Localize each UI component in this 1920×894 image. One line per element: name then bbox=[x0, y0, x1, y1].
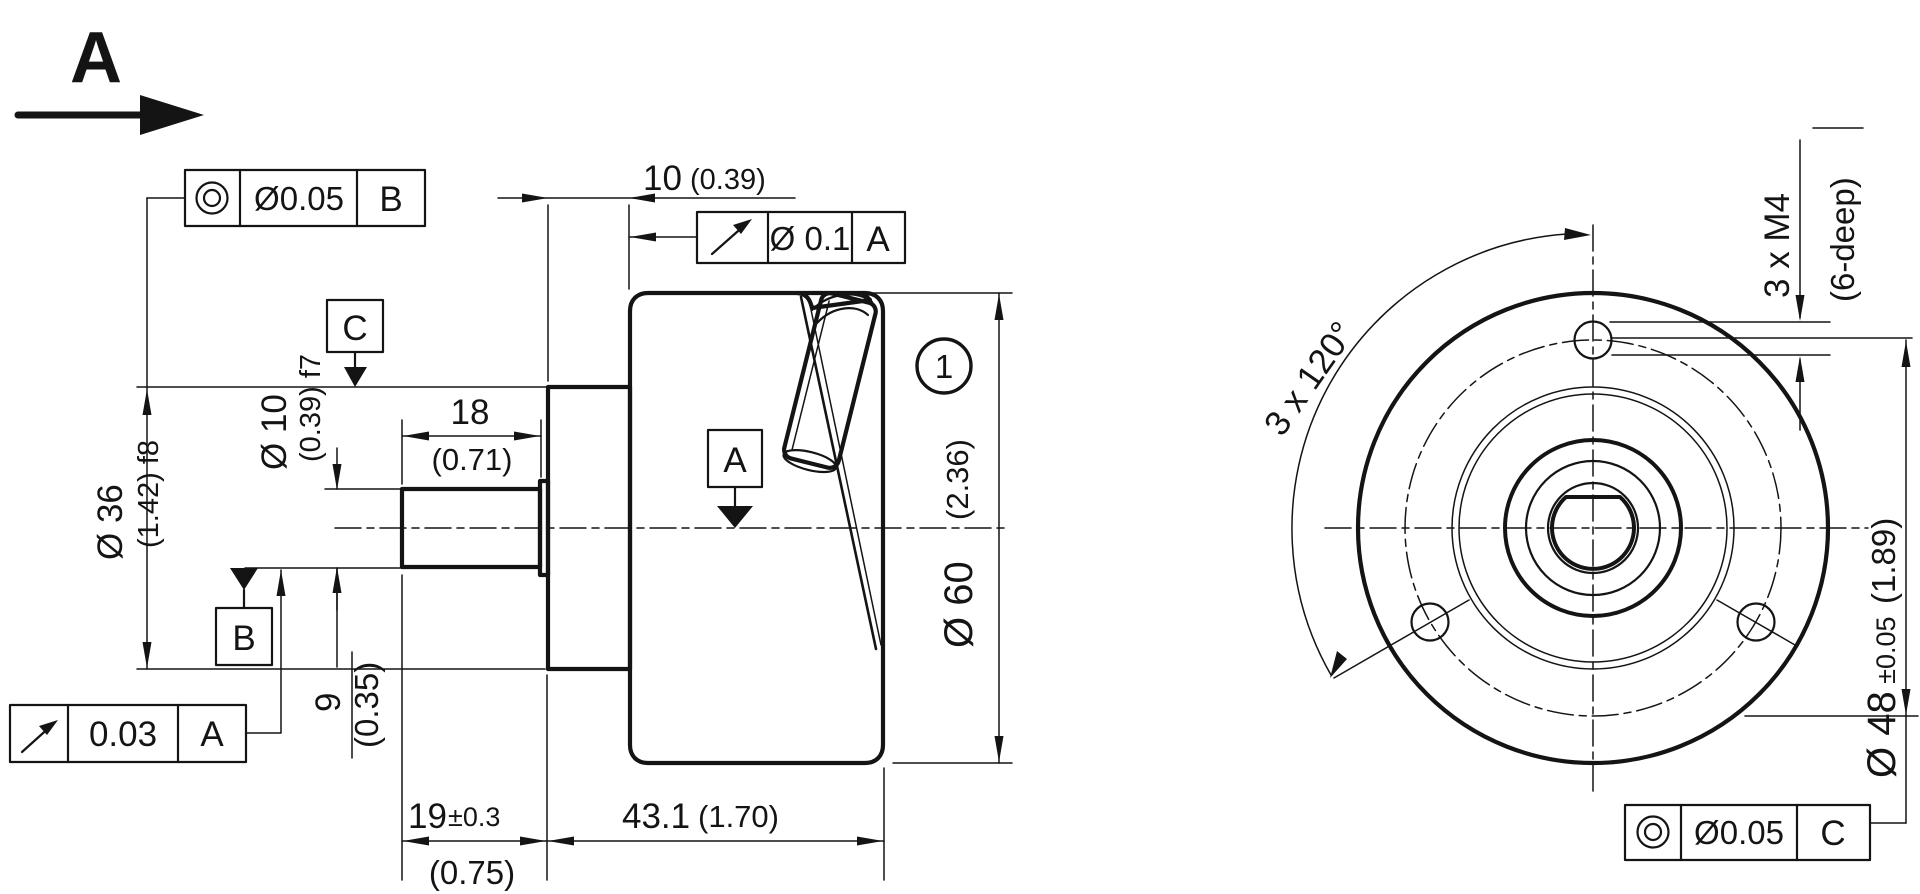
fcf-front-face-runout: Ø 0.1 A bbox=[628, 210, 907, 265]
bolt-hole-left bbox=[1410, 602, 1450, 642]
dim-body-dia-inch: (2.36) bbox=[940, 439, 975, 520]
datum-a: A bbox=[706, 428, 764, 528]
view-label: A bbox=[70, 18, 122, 98]
fcf-spigot-datum: B bbox=[379, 180, 402, 219]
fcf-bolt-circle-tol: Ø0.05 bbox=[1694, 814, 1784, 851]
fcf-face-datum: A bbox=[866, 220, 890, 259]
datum-b-label: B bbox=[232, 619, 255, 658]
bolt-hole-right-axis bbox=[1716, 599, 1796, 646]
connector-cap bbox=[782, 449, 838, 474]
dim-hole-pattern-label: 3 x 120° bbox=[1257, 315, 1363, 443]
circular-runout-icon bbox=[20, 720, 58, 754]
dim-18-inch: (0.71) bbox=[432, 442, 513, 477]
dim-body-dia-mm: Ø 60 bbox=[937, 561, 981, 648]
dim-body-diameter: Ø 60 (2.36) bbox=[937, 292, 1004, 764]
dim-shaft-length: 19 ±0.3 (0.75) bbox=[401, 797, 548, 891]
front-view: 3 x 120° 3 x M4 (6-deep) Ø 48 ±0.05 (1.8… bbox=[1257, 127, 1919, 862]
callout-1-circle bbox=[915, 337, 973, 395]
fcf-spigot-runout: Ø0.05 B bbox=[146, 168, 427, 228]
concentricity-icon bbox=[1636, 815, 1670, 849]
fcf-face-tol: Ø 0.1 bbox=[770, 220, 851, 257]
datum-triangle-icon bbox=[717, 506, 753, 528]
dim-thread-depth-label: (6-deep) bbox=[1824, 177, 1861, 302]
fcf-shoulder-datum: A bbox=[200, 715, 224, 754]
dim-19-mm: 19 bbox=[408, 797, 447, 836]
dim-9-mm: 9 bbox=[309, 693, 348, 712]
dim-shaft-dia-mm: Ø 10 bbox=[255, 394, 294, 470]
datum-triangle-icon bbox=[344, 367, 367, 387]
view-direction-arrow-icon bbox=[140, 95, 204, 135]
bolt-hole-left-axis bbox=[1333, 599, 1470, 679]
dim-spigot-length: 10 (0.39) bbox=[497, 159, 796, 203]
datum-triangle-icon bbox=[230, 568, 258, 590]
side-view: 1 10 (0.39) 18 (0.71) Ø 10 (0.39) f7 bbox=[8, 159, 1013, 891]
dim-bolt-circle-tol: ±0.05 bbox=[1871, 616, 1901, 683]
bolt-hole-right bbox=[1736, 602, 1776, 642]
connector-bend-arc-1 bbox=[810, 293, 874, 312]
datum-c-label: C bbox=[342, 309, 367, 348]
dim-bolt-circle-inch: (1.89) bbox=[1865, 518, 1902, 604]
cable-connector bbox=[781, 291, 878, 474]
cover-seam-line-2 bbox=[808, 299, 882, 646]
dim-shoulder: 9 (0.35) bbox=[309, 651, 385, 759]
connector-body bbox=[781, 291, 878, 470]
shaft-flat-circle bbox=[1550, 495, 1636, 571]
datum-b: B bbox=[214, 568, 274, 667]
dim-bolt-circle-mm: Ø 48 bbox=[1860, 691, 1904, 778]
callout-1: 1 bbox=[915, 337, 973, 395]
dim-shaft-dia-inch: (0.39) f7 bbox=[295, 354, 327, 462]
dim-bolt-circle: Ø 48 ±0.05 (1.89) bbox=[1744, 339, 1919, 824]
fcf-bolt-circle-datum: C bbox=[1820, 814, 1845, 853]
dim-thread-label: 3 x M4 bbox=[1758, 193, 1797, 298]
dim-shaft-usable-length: 18 (0.71) bbox=[401, 393, 542, 477]
dim-spigot-diameter: Ø 36 (1.42) f8 bbox=[91, 197, 165, 670]
dim-spigot-dia-mm: Ø 36 bbox=[91, 484, 130, 560]
connector-bend-arc-2 bbox=[815, 307, 870, 325]
svg-text:Ø 48 ±0.05 (1.: Ø 48 ±0.05 (1.89) bbox=[1860, 518, 1904, 778]
fcf-bolt-circle: Ø0.05 C bbox=[1623, 803, 1907, 862]
dim-43-inch: (1.70) bbox=[698, 799, 779, 834]
connector-edge-line bbox=[791, 300, 830, 452]
circular-runout-icon bbox=[710, 219, 752, 256]
dim-43-mm: 43.1 bbox=[622, 797, 690, 836]
bolt-hole-top bbox=[1573, 320, 1613, 360]
body-outline bbox=[627, 290, 886, 766]
concentricity-icon bbox=[195, 181, 229, 215]
dim-18-mm: 18 bbox=[451, 393, 490, 432]
datum-a-label: A bbox=[723, 441, 747, 480]
dim-9-inch: (0.35) bbox=[348, 662, 385, 748]
dim-body-length: 43.1 (1.70) bbox=[546, 797, 885, 846]
dim-thread: 3 x M4 (6-deep) bbox=[1758, 127, 1864, 431]
view-direction-label: A bbox=[14, 18, 204, 135]
dim-spigot-dia-inch: (1.42) f8 bbox=[133, 440, 165, 548]
dim-19-inch: (0.75) bbox=[429, 854, 515, 891]
dim-shaft-diameter: Ø 10 (0.39) f7 bbox=[255, 354, 342, 611]
datum-c: C bbox=[325, 298, 385, 387]
fcf-shoulder-runout: 0.03 A bbox=[8, 569, 286, 764]
callout-1-label: 1 bbox=[935, 348, 953, 385]
fcf-shoulder-tol: 0.03 bbox=[89, 715, 157, 754]
cover-seam-line-1 bbox=[799, 295, 878, 651]
dim-10-mm: 10 bbox=[643, 159, 682, 198]
dim-19-tol: ±0.3 bbox=[448, 802, 500, 832]
dim-10-inch: (0.39) bbox=[690, 164, 766, 196]
fcf-spigot-tol: Ø0.05 bbox=[254, 180, 344, 217]
